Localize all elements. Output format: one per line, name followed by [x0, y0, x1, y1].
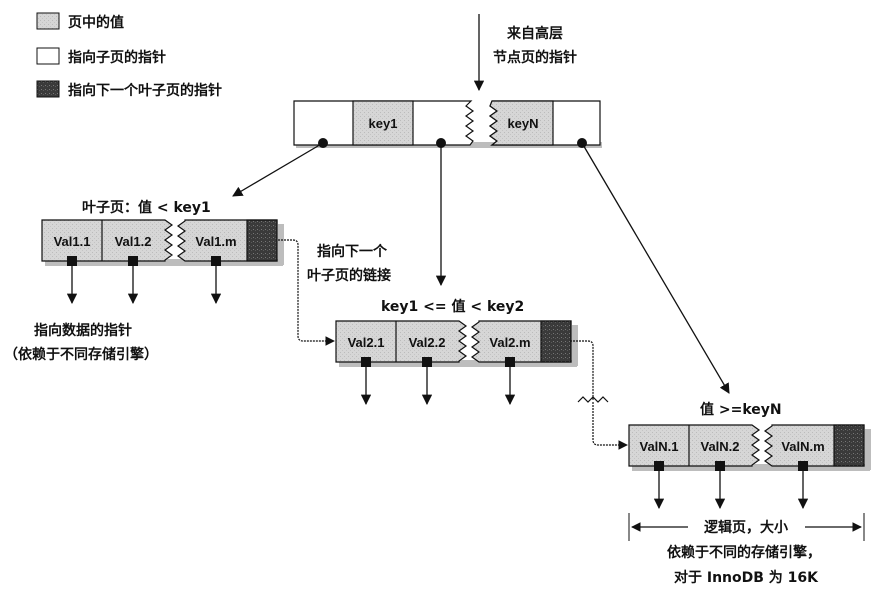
leaf-value-label: Val2.1 [348, 335, 385, 350]
incoming-pointer-label-line2: 节点页的指针 [493, 49, 577, 66]
data-pointer-square [654, 461, 664, 471]
legend-label: 页中的值 [68, 14, 124, 31]
leaf-value-label: ValN.2 [700, 439, 739, 454]
leaf-shadow [278, 224, 284, 265]
leaf-left-segment [628, 424, 761, 467]
leaf-shadow [572, 325, 578, 366]
leaf-value-label: Val2.m [489, 335, 530, 350]
leaf-n-range-label: 值 >=keyN [700, 401, 782, 418]
next-leaf-pointer-cell [246, 219, 278, 262]
next-leaf-link-label-line2: 叶子页的链接 [307, 267, 391, 284]
legend-swatch-child-pointer [36, 47, 60, 65]
leaf-value-label: Val1.1 [54, 234, 91, 249]
page-size-label-line1: 逻辑页，大小 [704, 519, 788, 536]
incoming-pointer-label-line1: 来自高层 [506, 25, 563, 42]
data-pointer-square [211, 256, 221, 266]
data-pointer-square [505, 357, 515, 367]
page-size-label-line3: 对于 InnoDB 为 16K [674, 569, 819, 586]
data-pointer-square [128, 256, 138, 266]
leaf-value-label: ValN.1 [639, 439, 678, 454]
next-leaf-link-label-line1: 指向下一个 [317, 243, 388, 260]
legend-item-next-leaf-pointer: 指向下一个叶子页的指针 [36, 80, 222, 99]
root-key-cell [488, 100, 554, 146]
data-pointer-square [422, 357, 432, 367]
root-key-cell [352, 100, 414, 146]
leaf-shadow [339, 360, 577, 367]
page-size-label-line2: 依赖于不同的存储引擎， [667, 544, 821, 561]
link-break-icon [577, 396, 609, 403]
data-pointer-square [798, 461, 808, 471]
legend: 页中的值 指向子页的指针 指向下一个叶子页的指针 [36, 12, 222, 99]
next-leaf-pointer-cell [833, 424, 865, 467]
root-key-label: key1 [369, 116, 398, 131]
leaf-shadow [632, 464, 870, 471]
data-pointer-square [715, 461, 725, 471]
data-pointer-square [67, 256, 77, 266]
leaf-value-label: Val2.2 [409, 335, 446, 350]
data-pointer-label-line2: （依赖于不同存储引擎） [4, 346, 158, 363]
leaf-left-segment [335, 320, 468, 363]
legend-label: 指向子页的指针 [68, 49, 166, 66]
leaf-1-range-label: 叶子页：值 < key1 [82, 199, 211, 216]
page-size-dimension: 逻辑页，大小 依赖于不同的存储引擎， 对于 InnoDB 为 16K [628, 513, 865, 586]
legend-item-child-pointer: 指向子页的指针 [36, 47, 166, 66]
next-leaf-link-2 [570, 340, 627, 445]
data-pointer-square [361, 357, 371, 367]
leaf-value-label: ValN.m [781, 439, 824, 454]
legend-label: 指向下一个叶子页的指针 [68, 82, 222, 99]
leaf-page-2: Val2.1 Val2.2 Val2.m [335, 320, 578, 406]
leaf-shadow [865, 429, 871, 470]
leaf-page-1: Val1.1 Val1.2 Val1.m [41, 219, 284, 305]
next-leaf-link-1 [278, 239, 335, 346]
leaf-value-label: Val1.m [195, 234, 236, 249]
leaf-shadow [45, 259, 283, 266]
data-pointer-label-line1: 指向数据的指针 [34, 322, 132, 339]
legend-item-value: 页中的值 [36, 12, 124, 31]
leaf-page-3: ValN.1 ValN.2 ValN.m [628, 424, 871, 510]
pointer-arrow-to-leaf-1 [232, 142, 324, 197]
leaf-left-segment [41, 219, 174, 262]
root-key-label: keyN [507, 116, 538, 131]
leaf-value-label: Val1.2 [115, 234, 152, 249]
next-leaf-pointer-cell [540, 320, 572, 363]
pointer-arrow-to-leaf-n [581, 142, 730, 394]
legend-swatch-next-leaf-pointer [36, 80, 60, 98]
legend-swatch-value [36, 12, 60, 30]
leaf-2-range-label: key1 <= 值 < key2 [381, 298, 524, 315]
root-node: key1 keyN [293, 100, 602, 148]
